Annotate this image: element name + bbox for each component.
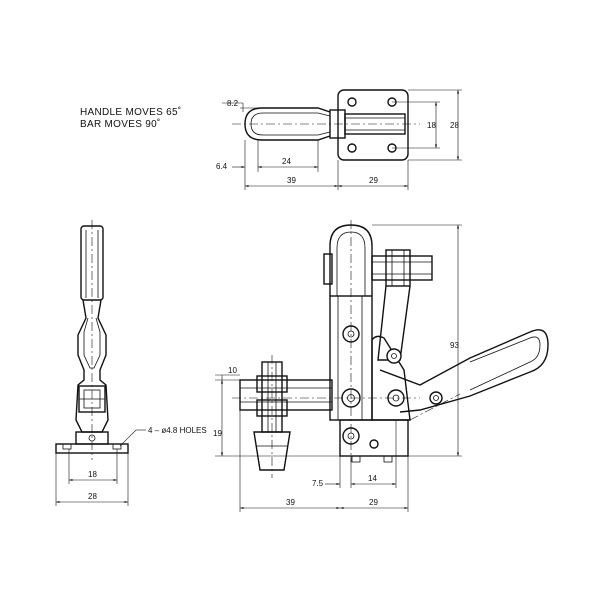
dim-label-28-top: 28 (450, 121, 459, 130)
dim-label-24: 24 (282, 157, 291, 166)
dim-label-29: 29 (369, 176, 378, 185)
dim-label-14: 14 (368, 474, 377, 483)
bar-moves-note: BAR MOVES 90˚ (80, 118, 161, 130)
dim-label-18-side: 18 (88, 470, 97, 479)
top-view (232, 89, 420, 161)
dim-label-28-side: 28 (88, 492, 97, 501)
dim-label-29-front: 29 (369, 498, 378, 507)
side-view-dimensions: 18 28 4 – ø4.8 HOLES (55, 426, 207, 506)
handle-moves-note: HANDLE MOVES 65˚ (80, 106, 182, 118)
dim-label-18-top: 18 (427, 121, 436, 130)
dim-label-93: 93 (450, 341, 459, 350)
dim-label-10: 10 (228, 366, 237, 375)
front-view-dimensions: 10 19 7.5 14 39 29 93 (213, 224, 462, 512)
dim-label-39: 39 (287, 176, 296, 185)
dim-label-6-4: 6.4 (216, 162, 228, 171)
top-view-dimensions: 8.2 6.4 24 39 29 18 28 (216, 89, 462, 190)
holes-callout: 4 – ø4.8 HOLES (148, 426, 207, 435)
front-view (232, 220, 549, 478)
side-view (55, 220, 129, 460)
dim-label-39-front: 39 (286, 498, 295, 507)
dim-label-19: 19 (213, 429, 222, 438)
dim-label-8-2: 8.2 (227, 99, 239, 108)
dim-label-7-5: 7.5 (312, 479, 324, 488)
